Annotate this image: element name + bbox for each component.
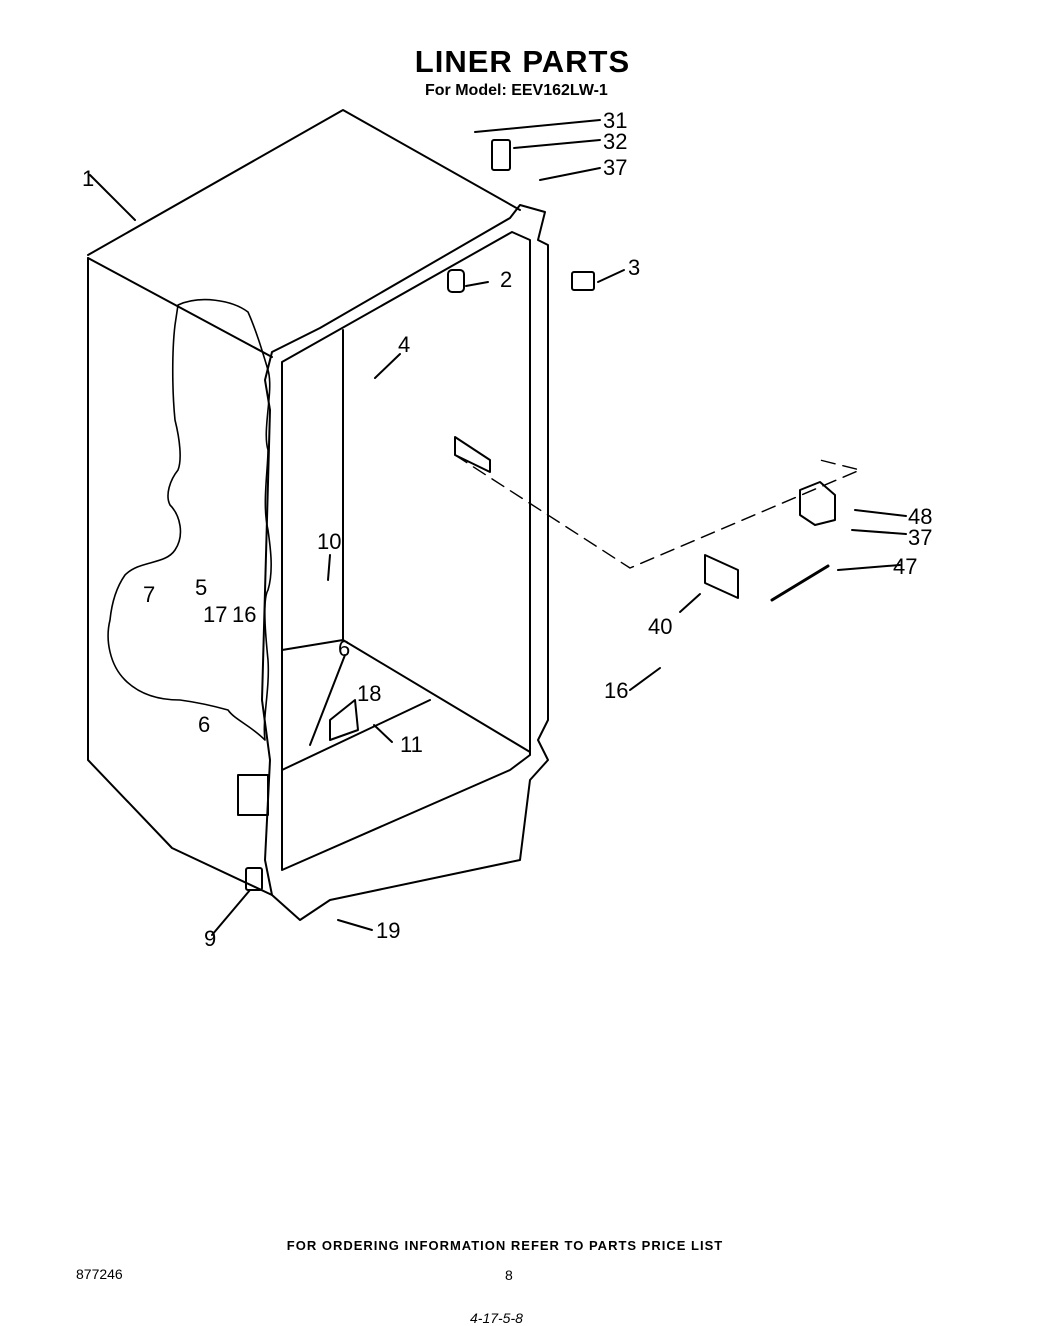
callout-40: 40 bbox=[648, 614, 672, 639]
fitting-part-2 bbox=[447, 269, 465, 293]
shield-part-18 bbox=[329, 699, 359, 741]
handwritten-note: 4-17-5-8 bbox=[470, 1310, 523, 1326]
callout-6b: 6 bbox=[338, 636, 350, 661]
model-subtitle: For Model: EEV162LW-1 bbox=[425, 82, 608, 99]
leader-6b bbox=[309, 654, 346, 746]
leader-37b bbox=[851, 529, 907, 535]
liner-floor-line bbox=[281, 699, 431, 771]
leader-40 bbox=[679, 593, 701, 613]
page-title: LINER PARTS bbox=[414, 44, 631, 79]
callout-9: 9 bbox=[204, 926, 216, 951]
page-number: 8 bbox=[505, 1267, 513, 1283]
callout-10: 10 bbox=[317, 529, 341, 554]
cutaway-outline bbox=[107, 298, 272, 741]
callout-19: 19 bbox=[376, 918, 400, 943]
callout-7: 7 bbox=[143, 582, 155, 607]
leader-19 bbox=[337, 919, 373, 931]
callout-48: 48 bbox=[908, 504, 932, 529]
leader-37a bbox=[539, 167, 601, 181]
leader-3 bbox=[597, 269, 625, 283]
damper-plate bbox=[704, 554, 739, 599]
damper-rod bbox=[770, 564, 830, 602]
hinge-plate bbox=[491, 139, 511, 171]
cabinet-left-side bbox=[87, 257, 273, 896]
callout-16a: 16 bbox=[232, 602, 256, 627]
leader-10 bbox=[327, 554, 331, 581]
cabinet-top-front-edge bbox=[87, 257, 273, 358]
callout-18: 18 bbox=[357, 681, 381, 706]
callout-16b: 16 bbox=[604, 678, 628, 703]
leader-4 bbox=[374, 353, 401, 379]
damper-bracket bbox=[799, 481, 836, 526]
ordering-note: FOR ORDERING INFORMATION REFER TO PARTS … bbox=[286, 1238, 724, 1253]
liner-opening bbox=[281, 231, 531, 871]
callout-6a: 6 bbox=[198, 712, 210, 737]
callout-17: 17 bbox=[203, 602, 227, 627]
leader-1 bbox=[89, 174, 136, 221]
leader-47 bbox=[837, 564, 901, 571]
leader-9 bbox=[211, 889, 251, 936]
callout-37a: 37 bbox=[603, 155, 627, 180]
liner-flange bbox=[261, 204, 549, 921]
leader-48 bbox=[854, 509, 907, 517]
cabinet-top-outline bbox=[87, 109, 521, 256]
vent-slot bbox=[454, 436, 491, 473]
leader-31 bbox=[474, 119, 601, 133]
callout-31: 31 bbox=[603, 108, 627, 133]
callout-37b: 37 bbox=[908, 525, 932, 550]
callout-32: 32 bbox=[603, 129, 627, 154]
leader-11 bbox=[373, 724, 393, 743]
leader-16b bbox=[629, 667, 661, 691]
document-number: 877246 bbox=[76, 1266, 123, 1282]
callout-4: 4 bbox=[398, 332, 410, 357]
relation-line bbox=[454, 454, 861, 569]
callout-47: 47 bbox=[893, 554, 917, 579]
drain-box bbox=[237, 774, 269, 816]
callout-2: 2 bbox=[500, 267, 512, 292]
callout-11: 11 bbox=[400, 732, 423, 757]
hinge-bottom bbox=[245, 867, 263, 891]
liner-back-bottom bbox=[281, 639, 531, 753]
leader-2 bbox=[465, 281, 489, 287]
leader-32 bbox=[513, 139, 601, 149]
callout-1: 1 bbox=[82, 166, 94, 191]
callout-5: 5 bbox=[195, 575, 207, 600]
callout-3: 3 bbox=[628, 255, 640, 280]
bracket-part-3 bbox=[571, 271, 595, 291]
